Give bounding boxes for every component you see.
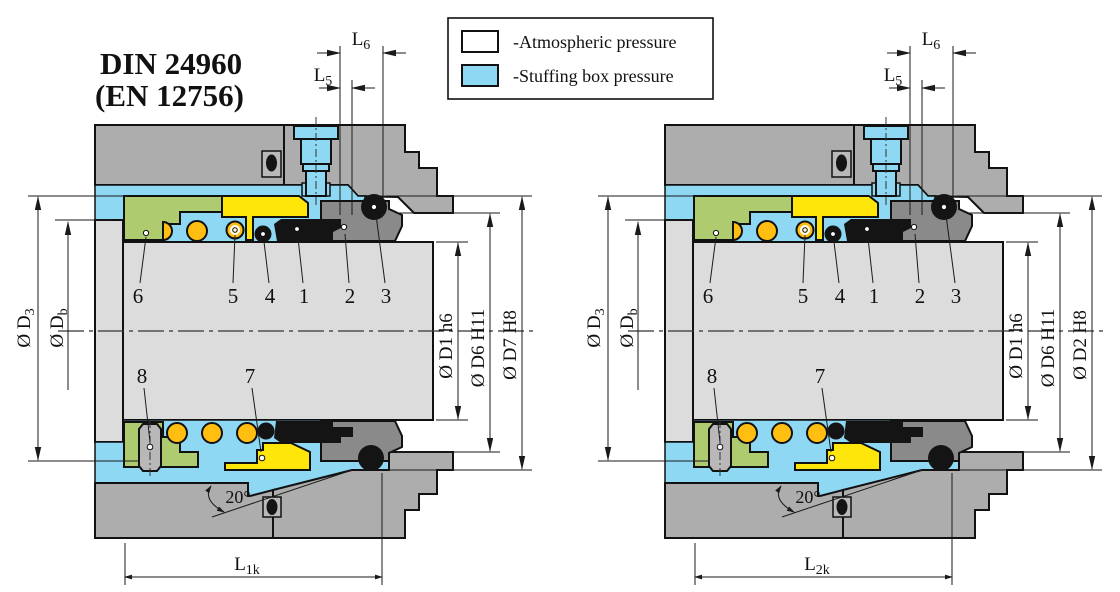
part-label-4: 4: [835, 284, 846, 308]
legend-swatch-atmospheric: [461, 30, 499, 53]
part-label-6: 6: [703, 284, 714, 308]
dim-label-l5: L5: [314, 65, 333, 89]
part-label-2: 2: [345, 284, 356, 308]
legend-label-atmospheric: -Atmospheric pressure: [513, 32, 676, 52]
part-label-8: 8: [137, 364, 148, 388]
dim-label-d6: Ø D6 H11: [1038, 309, 1059, 387]
part-label-4: 4: [265, 284, 276, 308]
angle-label: 20°: [795, 487, 820, 507]
drawing-title: DIN 24960 (EN 12756): [95, 46, 244, 113]
labels-right-diagram: 6 5 4 1 2 3 8 7 L6 L5 L2k 20° Ø D3 Ø Db …: [584, 29, 1091, 578]
part-label-8: 8: [707, 364, 718, 388]
legend-label-stuffing: -Stuffing box pressure: [513, 66, 674, 86]
dim-label-d3: Ø D3: [584, 308, 608, 347]
title-line1: DIN 24960: [100, 46, 242, 81]
dim-label-d1: Ø D1 h6: [1006, 313, 1027, 378]
dim-label-d7: Ø D7 H8: [500, 310, 521, 380]
part-label-7: 7: [815, 364, 826, 388]
dim-label-db: Ø Db: [617, 308, 641, 347]
dim-label-db: Ø Db: [47, 308, 71, 347]
part-label-3: 3: [381, 284, 392, 308]
dim-label-d2: Ø D2 H8: [1070, 310, 1091, 380]
part-label-2: 2: [915, 284, 926, 308]
seal-cross-section-left: [28, 46, 537, 585]
dim-label-d6: Ø D6 H11: [468, 309, 489, 387]
part-label-7: 7: [245, 364, 256, 388]
part-label-3: 3: [951, 284, 962, 308]
seal-cross-section-right: [598, 46, 1107, 585]
title-line2: (EN 12756): [95, 78, 244, 113]
part-label-5: 5: [228, 284, 239, 308]
dim-label-l5: L5: [884, 65, 903, 89]
legend: -Atmospheric pressure -Stuffing box pres…: [447, 17, 714, 100]
dim-label-lk: L2k: [804, 554, 830, 578]
part-label-6: 6: [133, 284, 144, 308]
part-label-1: 1: [299, 284, 310, 308]
legend-swatch-stuffing: [461, 64, 499, 87]
dim-label-lk: L1k: [234, 554, 260, 578]
dim-label-d1: Ø D1 h6: [436, 313, 457, 378]
labels-left-diagram: 6 5 4 1 2 3 8 7 L6 L5 L1k 20° Ø D3 Ø Db …: [14, 29, 521, 578]
dim-label-d3: Ø D3: [14, 308, 38, 347]
angle-label: 20°: [225, 487, 250, 507]
part-label-1: 1: [869, 284, 880, 308]
dim-label-l6: L6: [922, 29, 941, 53]
dim-label-l6: L6: [352, 29, 371, 53]
part-label-5: 5: [798, 284, 809, 308]
